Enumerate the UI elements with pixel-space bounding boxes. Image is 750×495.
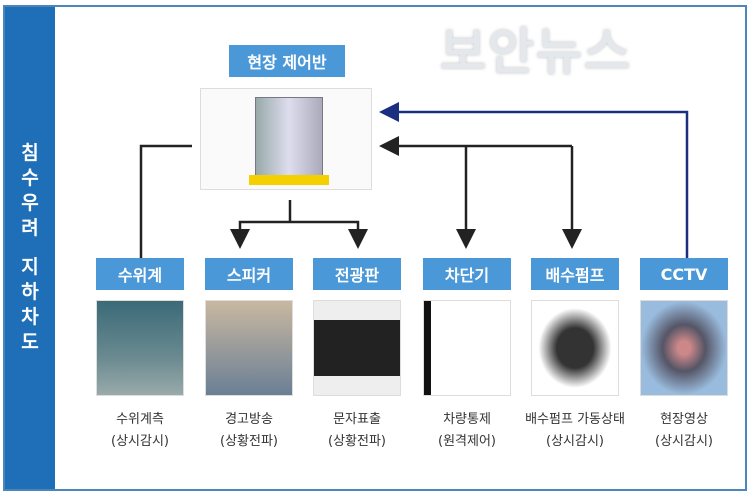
cctv-image (640, 300, 728, 396)
cctv-caption: 현장영상 (상시감시) (624, 409, 744, 453)
title-char: 지 (21, 256, 39, 278)
barrier-image (423, 300, 511, 396)
drain-pump-label: 배수펌프 (531, 258, 619, 290)
sign-board-image (313, 300, 401, 396)
sidebar-title: 침 수 우 려 지 하 차 도 (5, 7, 55, 489)
control-panel-image (200, 88, 372, 190)
caption-line: 경고방송 (225, 412, 273, 427)
speaker-image (205, 300, 293, 396)
caption-line: (상시감시) (655, 434, 713, 449)
diagram-frame (3, 5, 747, 491)
caption-line: 수위계측 (116, 412, 164, 427)
caption-line: (원격제어) (438, 434, 496, 449)
title-char: 우 (21, 192, 39, 214)
caption-line: 현장영상 (660, 412, 708, 427)
watermark: 보안뉴스 (440, 23, 632, 81)
title-char: 수 (21, 167, 39, 189)
sign-board-label: 전광판 (313, 258, 401, 290)
water-gauge-image (96, 300, 184, 396)
title-char: 도 (21, 331, 39, 353)
drain-pump-caption: 배수펌프 가동상태 (상시감시) (515, 409, 635, 453)
water-gauge-label: 수위계 (96, 258, 184, 290)
sign-board-caption: 문자표출 (상황전파) (297, 409, 417, 453)
title-char: 차 (21, 306, 39, 328)
caption-line: 차량통제 (443, 412, 491, 427)
caption-line: (상시감시) (546, 434, 604, 449)
caption-line: (상황전파) (220, 434, 278, 449)
speaker-caption: 경고방송 (상황전파) (189, 409, 309, 453)
caption-line: (상황전파) (328, 434, 386, 449)
title-char: 침 (21, 142, 39, 164)
sign-arrow (290, 220, 368, 249)
barrier-label: 차단기 (423, 258, 511, 290)
water-gauge-caption: 수위계측 (상시감시) (80, 409, 200, 453)
drain-pump-image (531, 300, 619, 396)
caption-line: 배수펌프 가동상태 (525, 412, 625, 427)
speaker-arrow (230, 220, 290, 249)
title-char: 하 (21, 281, 39, 303)
caption-line: (상시감시) (111, 434, 169, 449)
water-gauge-line (139, 144, 192, 258)
title-char: 려 (21, 217, 39, 239)
barrier-caption: 차량통제 (원격제어) (407, 409, 527, 453)
cctv-arrow (379, 102, 689, 258)
caption-line: 문자표출 (333, 412, 381, 427)
speaker-label: 스피커 (205, 258, 293, 290)
control-panel-label: 현장 제어반 (229, 45, 345, 77)
cctv-label: CCTV (640, 258, 728, 290)
